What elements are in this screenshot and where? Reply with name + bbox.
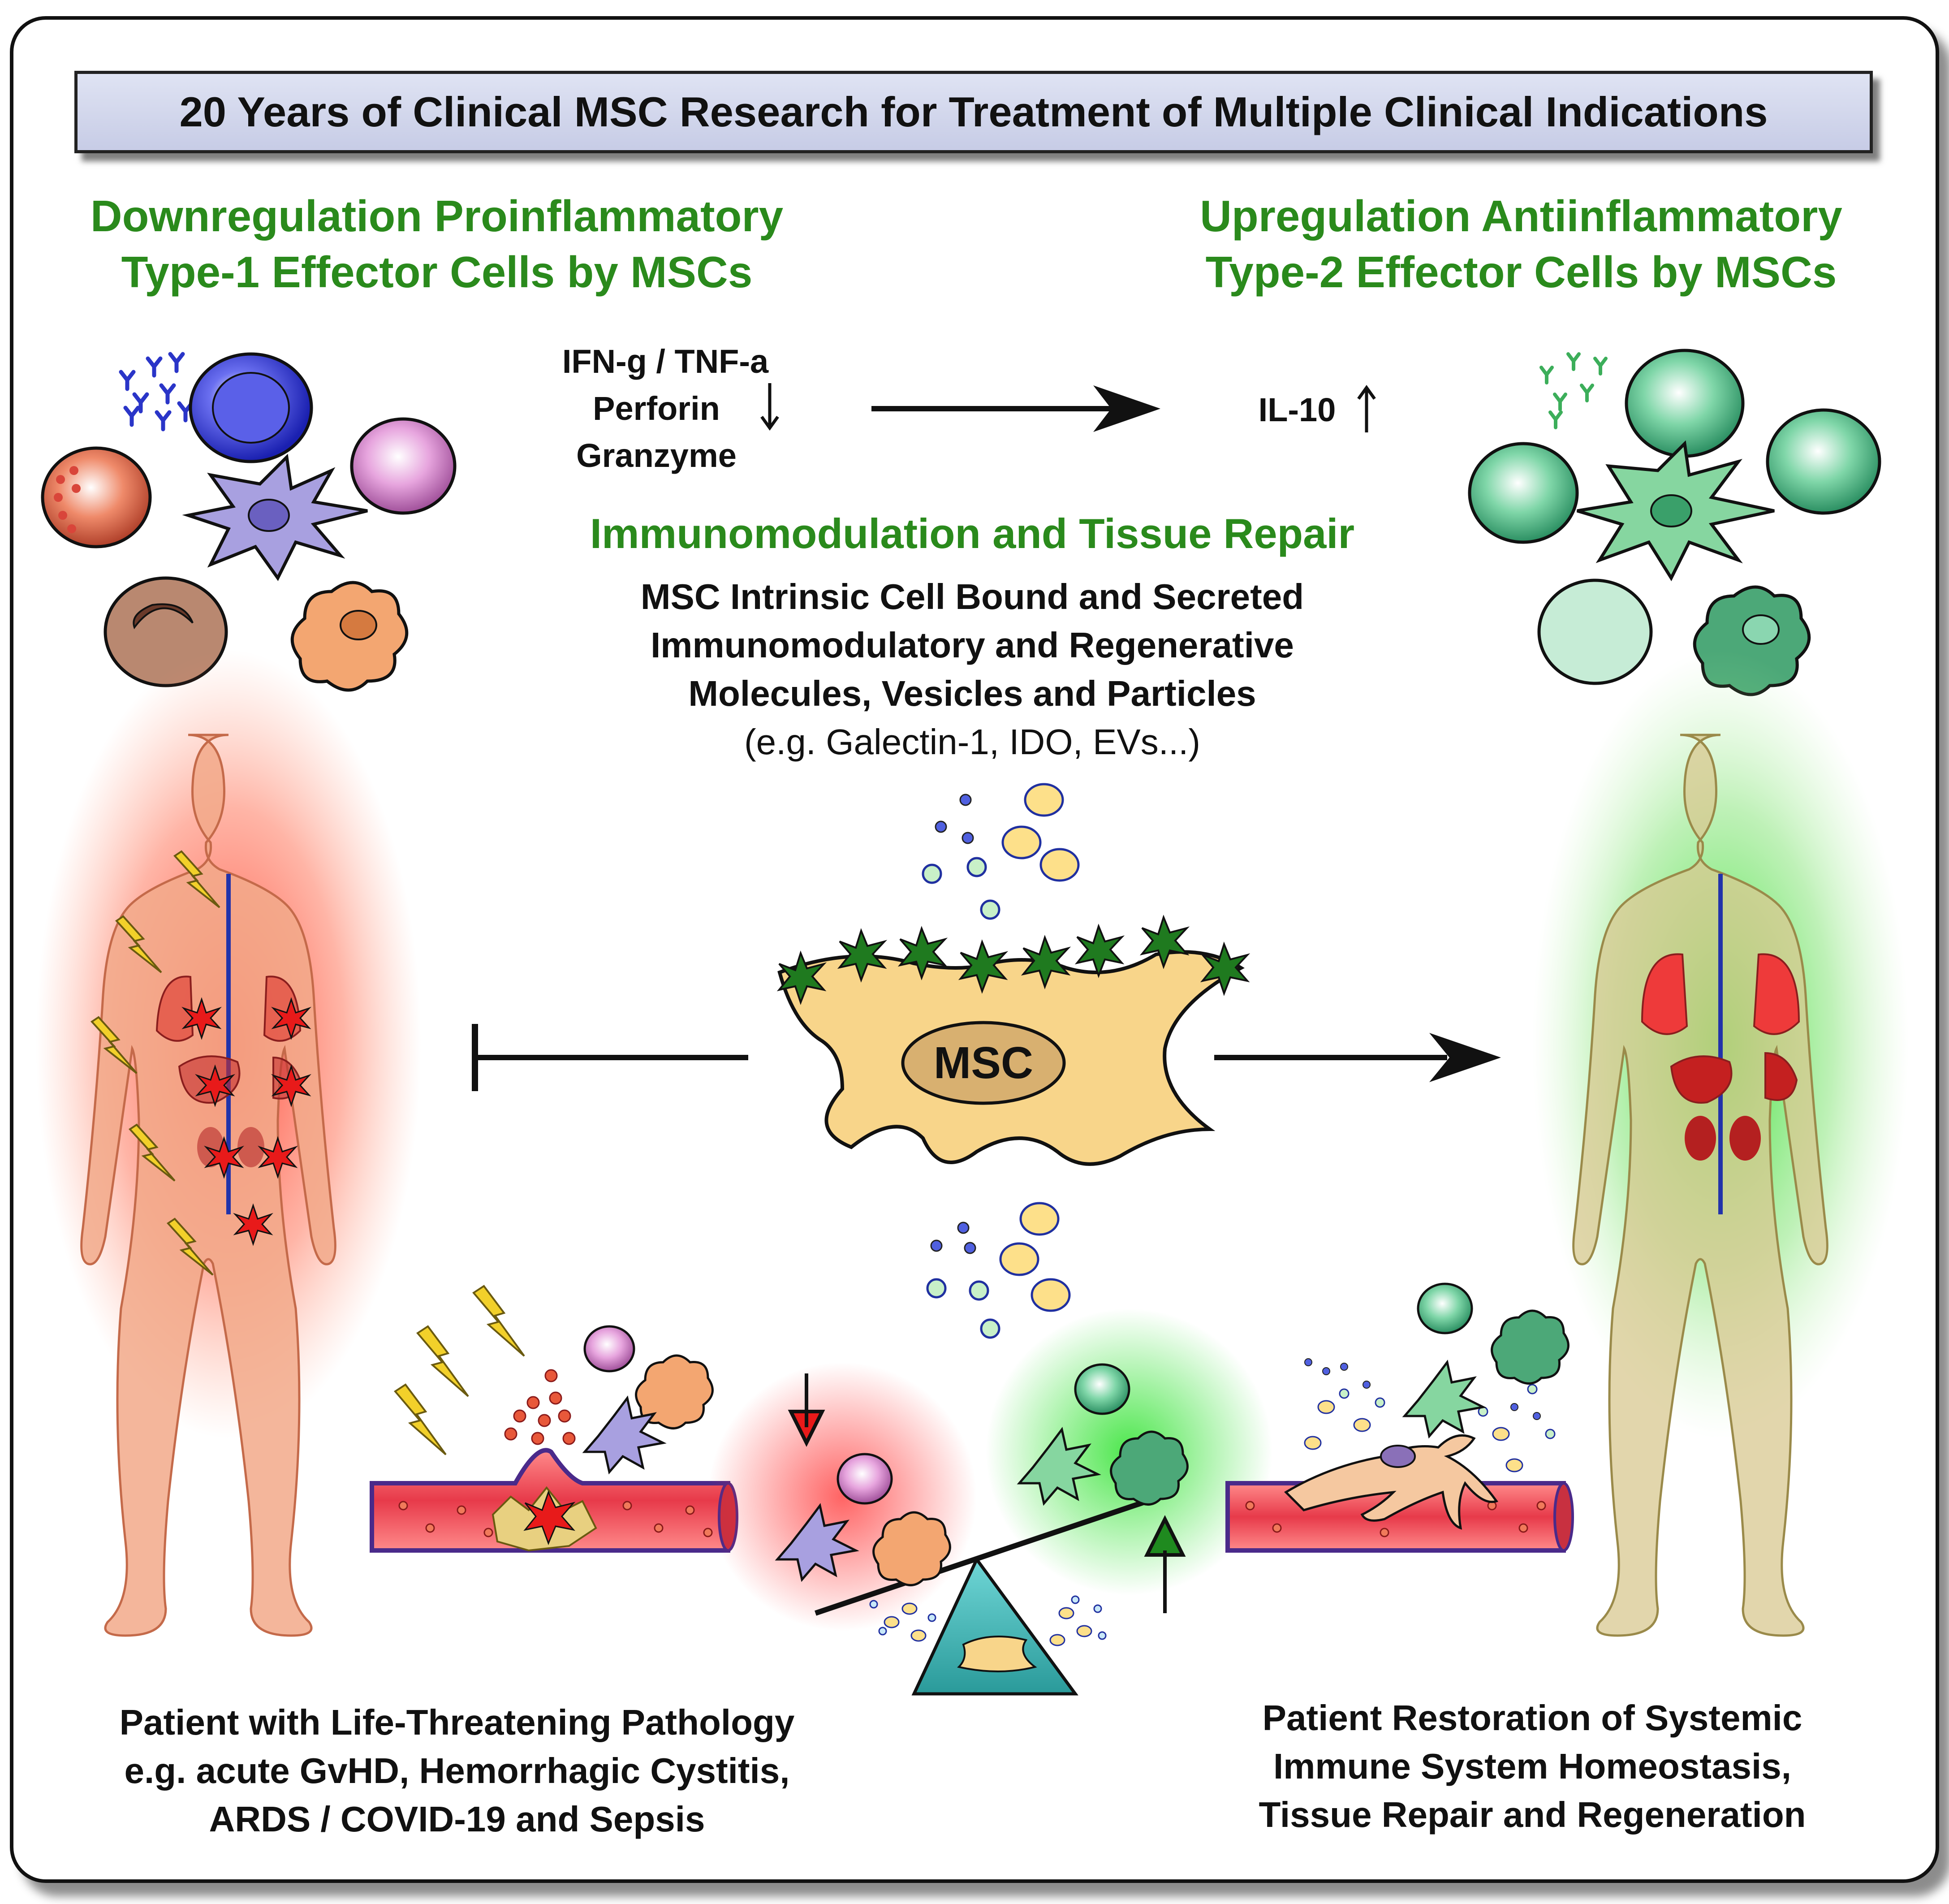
type1-cell-cluster (41, 352, 457, 692)
center-text-line1: MSC Intrinsic Cell Bound and Secreted (640, 577, 1304, 617)
left-heading-line2: Type-1 Effector Cells by MSCs (121, 247, 753, 297)
center-description: MSC Intrinsic Cell Bound and Secreted Im… (520, 573, 1425, 766)
left-caption: Patient with Life-Threatening Pathology … (45, 1698, 869, 1844)
leaking-blood-cells (504, 1369, 576, 1445)
cytokine-perforin: Perforin (593, 390, 720, 427)
cytokine-il10: IL-10 (1258, 391, 1336, 428)
cytokine-list: IFN-g / TNF-a Perforin Granzyme (520, 338, 811, 479)
right-caption: Patient Restoration of Systemic Immune S… (1147, 1694, 1918, 1839)
right-heading: Upregulation Antiinflammatory Type-2 Eff… (1151, 188, 1891, 300)
activation-arrow (1214, 1033, 1501, 1082)
right-caption-line2: Immune System Homeostasis, (1273, 1746, 1791, 1786)
green-cell-icon (1766, 408, 1881, 515)
secreted-vesicles-bottom (926, 1202, 1071, 1339)
right-patient-body (1572, 734, 1828, 1637)
green-granulocyte-icon (1468, 442, 1579, 544)
granulocyte-icon (41, 446, 152, 548)
antibody-icons (119, 352, 194, 432)
center-heading: Immunomodulation and Tissue Repair (590, 510, 1355, 557)
repaired-vessel (1225, 1434, 1574, 1553)
red-down-arrow-icon (788, 1373, 825, 1447)
msc-nucleus (901, 1021, 1066, 1105)
vessel-immune-cells (582, 1325, 714, 1475)
damaged-vessel (370, 1448, 738, 1553)
green-lymphocyte-icon (1625, 349, 1745, 458)
secreted-vesicles-top (922, 783, 1080, 920)
top-arrow-head-icon (1093, 385, 1160, 432)
inhibition-arrow (472, 1024, 748, 1091)
inflammation-star-icons (181, 997, 311, 1246)
msc-repair-cell-icon (1284, 1434, 1499, 1530)
right-caption-line1: Patient Restoration of Systemic (1262, 1698, 1802, 1738)
title-banner: 20 Years of Clinical MSC Research for Tr… (74, 71, 1873, 153)
left-caption-line1: Patient with Life-Threatening Pathology (119, 1702, 795, 1742)
figure-title: 20 Years of Clinical MSC Research for Tr… (179, 88, 1768, 135)
right-caption-line3: Tissue Repair and Regeneration (1259, 1795, 1806, 1835)
up-arrow-icon (1357, 385, 1376, 432)
lightning-icons (90, 850, 220, 1276)
surface-molecule-icons (776, 915, 1250, 1005)
down-arrow-icon (760, 383, 779, 431)
right-heading-line1: Upregulation Antiinflammatory (1200, 191, 1842, 241)
cytokine-ifn: IFN-g / TNF-a (562, 343, 769, 380)
antibody-icons-green (1539, 352, 1608, 429)
left-heading: Downregulation Proinflammatory Type-1 Ef… (67, 188, 806, 300)
cytokine-arrows (760, 383, 1376, 432)
cytokine-granzyme: Granzyme (576, 437, 737, 474)
left-caption-line3: ARDS / COVID-19 and Sepsis (209, 1799, 705, 1839)
left-heading-line1: Downregulation Proinflammatory (90, 191, 784, 241)
pink-cell-icon (350, 417, 457, 515)
center-example: (e.g. Galectin-1, IDO, EVs...) (744, 722, 1201, 762)
msc-cell-icon (777, 950, 1245, 1166)
vessel-lightning-icons (394, 1285, 525, 1455)
type2-cell-cluster (1468, 349, 1881, 696)
repair-vesicles (1304, 1282, 1570, 1472)
green-up-arrow-icon (1144, 1515, 1186, 1613)
green-monocyte-icon (1537, 579, 1653, 685)
seesaw-red-glow (708, 1362, 977, 1631)
seesaw-balance (775, 1363, 1189, 1696)
msc-label: MSC (933, 1038, 1034, 1088)
right-heading-line2: Type-2 Effector Cells by MSCs (1205, 247, 1837, 297)
center-text-line3: Molecules, Vesicles and Particles (688, 674, 1256, 713)
left-caption-line2: e.g. acute GvHD, Hemorrhagic Cystitis, (124, 1751, 790, 1791)
granule-dots (54, 466, 81, 533)
center-text-line2: Immunomodulatory and Regenerative (651, 625, 1294, 665)
